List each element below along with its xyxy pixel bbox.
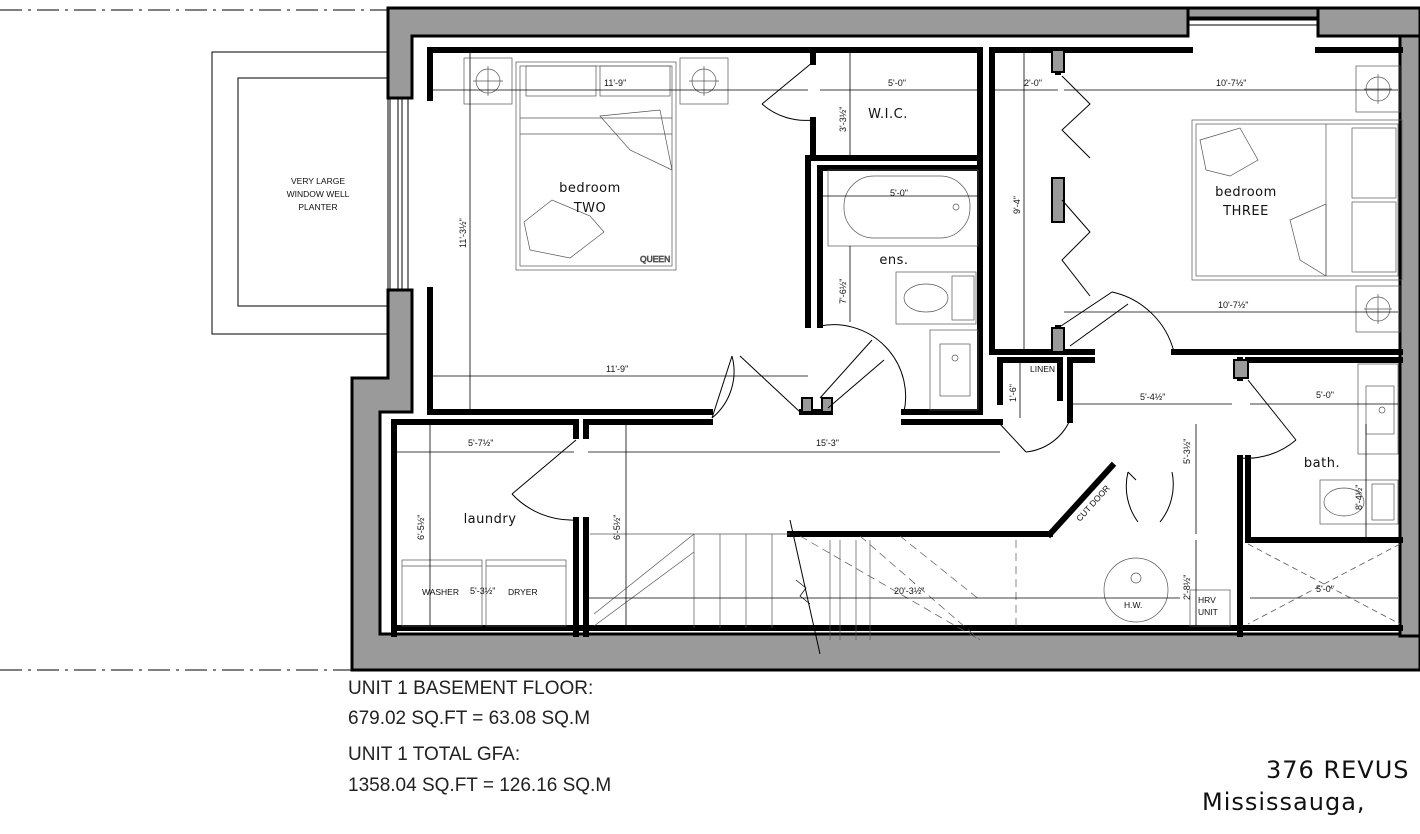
- nightstand-right: [679, 57, 729, 105]
- room-bedroom-two: bedroom: [559, 181, 621, 196]
- hw-label: H.W.: [1124, 600, 1142, 610]
- dim-bed2-bottom: 11'-9": [606, 364, 628, 374]
- water-heater: [1103, 557, 1169, 623]
- room-laundry: laundry: [464, 512, 517, 527]
- washer-dryer: [401, 559, 567, 627]
- interior-walls: [391, 47, 1403, 637]
- dim-linen: 1'-6": [1008, 384, 1018, 402]
- queen-label: QUEEN: [640, 254, 670, 264]
- door-jambs: [801, 49, 1249, 413]
- storage-area: [1247, 543, 1401, 625]
- ensuite-toilet: [895, 271, 977, 325]
- bed-three: [1191, 119, 1403, 281]
- exterior-walls: [350, 6, 1420, 672]
- dim-bed3-bottom: 10'-7½": [1218, 300, 1248, 310]
- dim-laundry-depth: 6'-5½": [416, 515, 426, 540]
- dim-laundry-depth-2: 6'-5½": [612, 515, 622, 540]
- hrv-unit: [1189, 589, 1231, 627]
- planter-label-2: WINDOW WELL: [287, 189, 350, 199]
- bath-toilet: [1319, 479, 1399, 525]
- dim-laundry-width: 5'-7½": [468, 438, 493, 448]
- staircase: [590, 519, 1017, 655]
- room-bedroom-two-sub: TWO: [573, 201, 607, 216]
- linen-label: LINEN: [1030, 364, 1055, 374]
- room-bath: bath.: [1304, 456, 1340, 471]
- dim-hall-right: 5'-4½": [1140, 392, 1165, 402]
- bed-two: QUEEN: [515, 61, 677, 271]
- dim-bath-width: 5'-0": [1316, 390, 1334, 400]
- dimension-labels: 11'-9" 11'-9" 11'-3½" 5'-0" 3'-3½" 5'-0"…: [416, 78, 1364, 600]
- dim-bed2-top: 11'-9": [604, 78, 626, 88]
- dim-closet: 2'-0": [1024, 78, 1042, 88]
- dim-wic-width: 5'-0": [888, 78, 906, 88]
- address-line-1: 376 REVUS: [1266, 756, 1410, 784]
- dim-bath-depth: 8'-4½": [1354, 485, 1364, 510]
- ensuite-sink: [929, 329, 979, 411]
- dim-wic-depth: 3'-3½": [838, 107, 848, 132]
- room-labels: bedroom TWO W.I.C. ens. bedroom THREE la…: [464, 107, 1340, 527]
- north-window: [1188, 19, 1318, 26]
- basement-floor-area: 679.02 SQ.FT = 63.08 SQ.M: [348, 708, 591, 729]
- room-bedroom-three: bedroom: [1215, 185, 1277, 200]
- bath-sink: [1357, 363, 1399, 455]
- bathtub: [827, 169, 979, 247]
- fixture-labels: WASHER DRYER LINEN CUT DOOR H.W. HRV UNI…: [422, 364, 1218, 617]
- west-window: [389, 97, 409, 291]
- window-well-planter: VERY LARGE WINDOW WELL PLANTER: [211, 51, 389, 335]
- hrv-label-2: UNIT: [1198, 607, 1218, 617]
- washer-label: WASHER: [422, 587, 459, 597]
- nightstand-left: [463, 57, 513, 105]
- dim-stair-run: 20'-3½": [894, 586, 924, 596]
- room-ensuite: ens.: [879, 253, 908, 268]
- dim-hall-long: 15'-3": [816, 438, 839, 448]
- basement-floor-title: UNIT 1 BASEMENT FLOOR:: [348, 678, 594, 699]
- hrv-label-1: HRV: [1198, 595, 1216, 605]
- dim-storage: 5'-0": [1316, 584, 1334, 594]
- total-gfa-area: 1358.04 SQ.FT = 126.16 SQ.M: [348, 775, 612, 796]
- dim-washer-dryer: 5'-3½": [470, 586, 495, 596]
- dim-bed3-top: 10'-7½": [1216, 78, 1246, 88]
- planter-label-1: VERY LARGE: [291, 176, 345, 186]
- room-bedroom-three-sub: THREE: [1222, 204, 1269, 219]
- planter-label-3: PLANTER: [298, 202, 337, 212]
- dryer-label: DRYER: [508, 587, 538, 597]
- dim-ens-width: 5'-0": [890, 188, 908, 198]
- nightstand-b3-bottom: [1355, 285, 1401, 333]
- dim-ens-depth: 7'-6½": [838, 279, 848, 304]
- dim-closet-depth: 9'-4": [1012, 196, 1022, 214]
- dim-hrv: 2'-8½": [1182, 575, 1192, 600]
- dim-hall-right-v: 5'-3½": [1182, 439, 1192, 464]
- door-swings: [511, 61, 1297, 523]
- total-gfa-title: UNIT 1 TOTAL GFA:: [348, 744, 521, 765]
- address-line-2: Mississauga,: [1202, 788, 1366, 816]
- room-wic: W.I.C.: [868, 107, 908, 122]
- dim-bed2-height: 11'-3½": [458, 218, 468, 248]
- nightstand-b3-top: [1355, 65, 1401, 113]
- dimension-lines: [396, 52, 1398, 626]
